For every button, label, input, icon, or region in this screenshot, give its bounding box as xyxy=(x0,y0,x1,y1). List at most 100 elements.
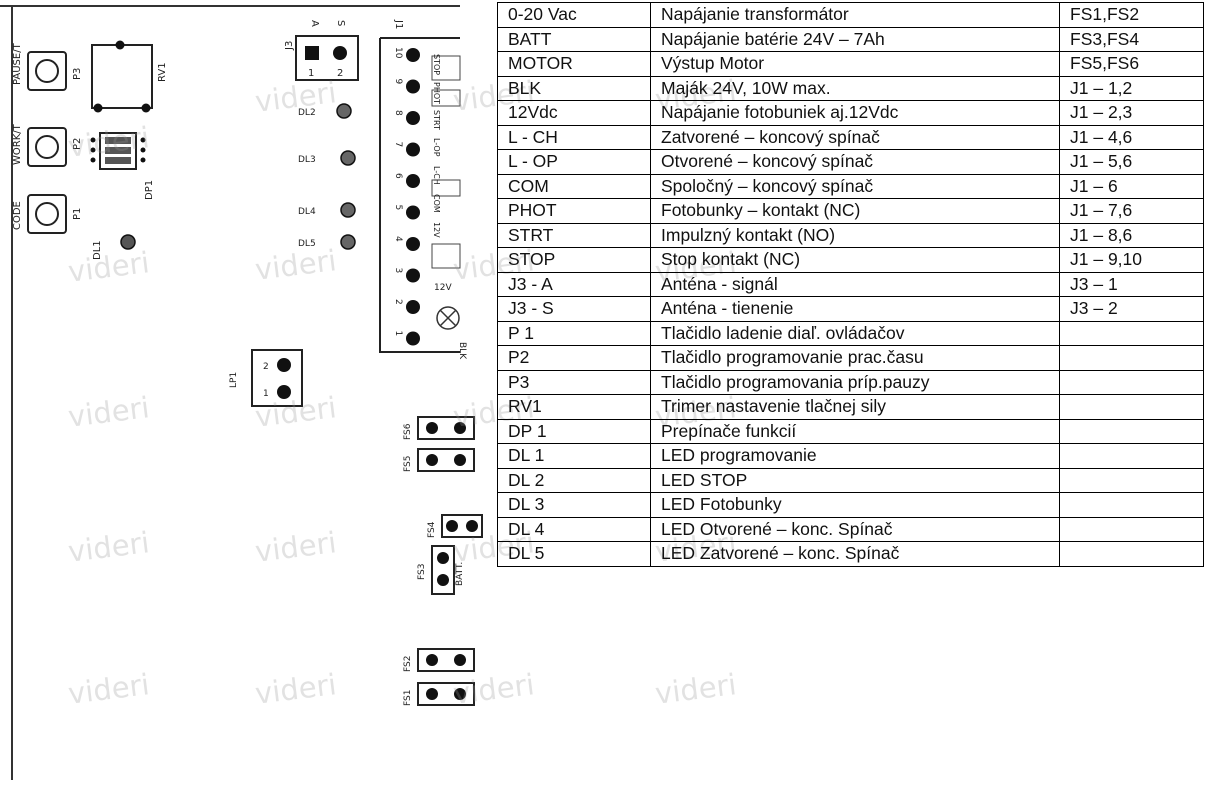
j1-pin-number: 4 xyxy=(393,236,403,242)
board-outline xyxy=(0,5,460,780)
cell-signal: DL 4 xyxy=(497,516,651,542)
cell-terminal: J1 – 1,2 xyxy=(1059,75,1204,101)
svg-text:S: S xyxy=(335,20,346,26)
j1-pin xyxy=(406,174,420,188)
cell-terminal xyxy=(1059,443,1204,469)
cell-terminal: FS3,FS4 xyxy=(1059,26,1204,52)
j1-side-label: PHOT xyxy=(432,82,441,104)
led-dl5: DL5 xyxy=(298,234,356,250)
led-dl1: DL1 xyxy=(92,234,136,260)
cell-description: Anténa - tienenie xyxy=(650,296,1060,322)
cell-description: Napájanie transformátor xyxy=(650,2,1060,28)
cell-signal: STRT xyxy=(497,222,651,248)
fast-on-fs4: FS4 xyxy=(427,514,483,538)
svg-text:J3: J3 xyxy=(284,41,295,51)
cell-terminal: J1 – 6 xyxy=(1059,173,1204,199)
cell-description: Fotobunky – kontakt (NC) xyxy=(650,198,1060,224)
button-p3-label: PAUSE/T xyxy=(12,42,23,85)
j1-pin xyxy=(406,331,420,346)
cell-signal: DL 5 xyxy=(497,541,651,567)
cell-terminal: J1 – 2,3 xyxy=(1059,100,1204,126)
svg-text:FS6: FS6 xyxy=(403,423,413,440)
cell-signal: BATT xyxy=(497,26,651,52)
connector-j3: A S J3 1 2 xyxy=(284,20,359,81)
svg-text:DL2: DL2 xyxy=(298,108,316,118)
svg-text:2: 2 xyxy=(337,68,343,79)
j1-12v-label: 12V xyxy=(434,283,452,293)
cell-description: Impulzný kontakt (NO) xyxy=(650,222,1060,248)
cell-description: Výstup Motor xyxy=(650,51,1060,77)
button-p2-label: WORK/T xyxy=(12,123,23,165)
j1-pin xyxy=(406,205,420,220)
j1-side-label: STRT xyxy=(432,110,441,130)
j1-pin xyxy=(406,79,420,94)
cell-signal: L - CH xyxy=(497,124,651,150)
fast-on-fs6: FS6 xyxy=(403,416,475,440)
svg-text:DL1: DL1 xyxy=(92,240,103,260)
cell-signal: PHOT xyxy=(497,198,651,224)
j1-side-label: 12V xyxy=(432,222,441,238)
svg-text:DL5: DL5 xyxy=(298,239,316,249)
button-p3: PAUSE/T P3 xyxy=(12,42,83,91)
j1-pin-number: 5 xyxy=(393,205,403,211)
button-p1: CODE P1 xyxy=(12,194,83,234)
cell-signal: STOP xyxy=(497,247,651,273)
cell-terminal: J1 – 4,6 xyxy=(1059,124,1204,150)
j1-pin-number: 1 xyxy=(393,331,403,337)
cell-signal: P2 xyxy=(497,345,651,371)
svg-text:DL4: DL4 xyxy=(298,207,316,217)
j1-pin-number: 3 xyxy=(393,268,403,274)
cell-terminal xyxy=(1059,516,1204,542)
j1-side-label: COM xyxy=(432,194,441,213)
cell-signal: P 1 xyxy=(497,320,651,346)
j1-pin xyxy=(406,48,420,62)
svg-text:FS3: FS3 xyxy=(417,564,427,580)
trimmer-rv1: RV1 xyxy=(91,40,168,113)
svg-text:J1: J1 xyxy=(393,19,404,29)
j1-pin-number: 6 xyxy=(393,173,403,179)
cell-description: Tlačidlo ladenie diaľ. ovládačov xyxy=(650,320,1060,346)
j1-side-label: L-OP xyxy=(432,138,441,157)
cell-terminal: J1 – 9,10 xyxy=(1059,247,1204,273)
cell-terminal xyxy=(1059,492,1204,518)
j1-pin xyxy=(406,142,420,157)
j1-pin xyxy=(406,111,420,125)
pcb-diagram: PAUSE/T P3 RV1 WORK/T P2 DP1 CODE P1 DL1 xyxy=(0,5,483,780)
led-dl2: DL2 xyxy=(298,103,352,119)
cell-description: Otvorené – koncový spínač xyxy=(650,149,1060,175)
svg-text:FS5: FS5 xyxy=(403,456,413,472)
cell-description: Napájanie fotobuniek aj.12Vdc xyxy=(650,100,1060,126)
svg-text:1: 1 xyxy=(308,68,314,79)
button-p1-label: CODE xyxy=(12,201,23,230)
cell-terminal xyxy=(1059,467,1204,493)
cell-terminal xyxy=(1059,394,1204,420)
cell-signal: J3 - S xyxy=(497,296,651,322)
fast-on-fs1: FS1 xyxy=(403,682,475,706)
cell-description: Stop kontakt (NC) xyxy=(650,247,1060,273)
batt-label: BATT. xyxy=(455,562,465,586)
watermark-text: videri xyxy=(653,667,739,711)
cell-description: Tlačidlo programovanie prac.času xyxy=(650,345,1060,371)
jumper-lp1: LP1 2 1 xyxy=(229,349,303,407)
cell-signal: DP 1 xyxy=(497,418,651,444)
j1-side-label: STOP xyxy=(432,54,441,75)
button-p1-ref: P1 xyxy=(72,208,83,220)
cell-terminal: J1 – 8,6 xyxy=(1059,222,1204,248)
j1-pin xyxy=(406,268,420,283)
